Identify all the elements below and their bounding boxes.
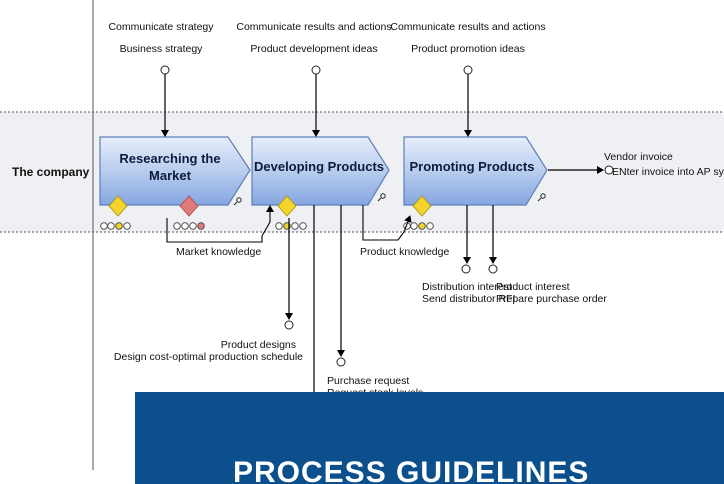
lane-label: The company bbox=[12, 165, 90, 179]
process-developing-products[interactable]: Developing Products bbox=[251, 136, 390, 206]
process-researching-market[interactable]: Researching the Market bbox=[99, 136, 251, 206]
flow-label: Product knowledge bbox=[360, 246, 449, 258]
flow-market-knowledge: Market knowledge bbox=[166, 205, 274, 258]
process-title-line2: Market bbox=[149, 168, 192, 183]
banner-title: PROCESS GUIDELINES bbox=[233, 456, 590, 484]
event-label-line1: Product designs bbox=[221, 339, 296, 351]
gateway-diamond-icon bbox=[108, 195, 128, 217]
key-icon bbox=[537, 193, 546, 202]
event-label-line1: Communicate results and actions bbox=[236, 21, 391, 33]
guidelines-banner: PROCESS GUIDELINES bbox=[135, 392, 724, 484]
event-label-line2: Product development ideas bbox=[250, 43, 377, 55]
event-label-line1: Communicate results and actions bbox=[390, 21, 545, 33]
process-title-line1: Researching the bbox=[119, 151, 220, 166]
event-circle-icon bbox=[336, 357, 346, 367]
event-label-line2: Product promotion ideas bbox=[411, 43, 525, 55]
event-label-line1: Communicate strategy bbox=[108, 21, 214, 33]
event-label-line1: Distribution interest bbox=[422, 281, 512, 293]
event-label-line1: Vendor invoice bbox=[604, 151, 673, 163]
flow-product-knowledge: Product knowledge bbox=[360, 205, 449, 258]
output-product-interest: Product interest Prepare purchase order bbox=[488, 205, 607, 305]
connector-circles bbox=[275, 222, 307, 230]
gateway-diamond-icon bbox=[412, 195, 432, 217]
gateway-diamond-icon bbox=[179, 195, 199, 217]
event-label-line1: Product interest bbox=[496, 281, 570, 293]
output-vendor-invoice: Vendor invoice ENter invoice into AP sys… bbox=[548, 151, 724, 178]
connector-circles bbox=[100, 222, 205, 230]
event-circle-icon bbox=[284, 320, 294, 330]
gateway-diamond-icon bbox=[277, 195, 297, 217]
event-circle-icon bbox=[160, 65, 170, 75]
flow-label: Market knowledge bbox=[176, 246, 261, 258]
input-product-promotion-ideas: Communicate results and actions Product … bbox=[390, 21, 546, 137]
event-circle-icon bbox=[461, 264, 471, 274]
event-label-line2: ENter invoice into AP system bbox=[612, 166, 724, 178]
key-icon bbox=[377, 193, 386, 202]
event-label-line1: Purchase request bbox=[327, 375, 409, 387]
event-label-line2: Design cost-optimal production schedule bbox=[114, 351, 303, 363]
input-product-development-ideas: Communicate results and actions Product … bbox=[236, 21, 392, 137]
flow-to-guidelines bbox=[309, 205, 319, 415]
process-title: Developing Products bbox=[254, 159, 384, 174]
event-label-line2: Business strategy bbox=[120, 43, 204, 55]
event-circle-icon bbox=[488, 264, 498, 274]
process-title: Promoting Products bbox=[410, 159, 535, 174]
output-distribution-interest: Distribution interest Send distributor R… bbox=[422, 205, 515, 305]
event-circle-icon bbox=[311, 65, 321, 75]
event-circle-icon bbox=[463, 65, 473, 75]
key-icon bbox=[233, 197, 242, 206]
output-purchase-request: Purchase request Request stock levels bbox=[327, 205, 423, 399]
event-label-line2: Send distributor RFI bbox=[422, 293, 515, 305]
input-business-strategy: Communicate strategy Business strategy bbox=[108, 21, 214, 137]
process-promoting-products[interactable]: Promoting Products bbox=[403, 136, 548, 206]
output-product-designs: Product designs Design cost-optimal prod… bbox=[114, 218, 303, 363]
event-circle-icon bbox=[604, 165, 614, 175]
connector-circles bbox=[403, 222, 434, 230]
event-label-line2: Prepare purchase order bbox=[496, 293, 607, 305]
